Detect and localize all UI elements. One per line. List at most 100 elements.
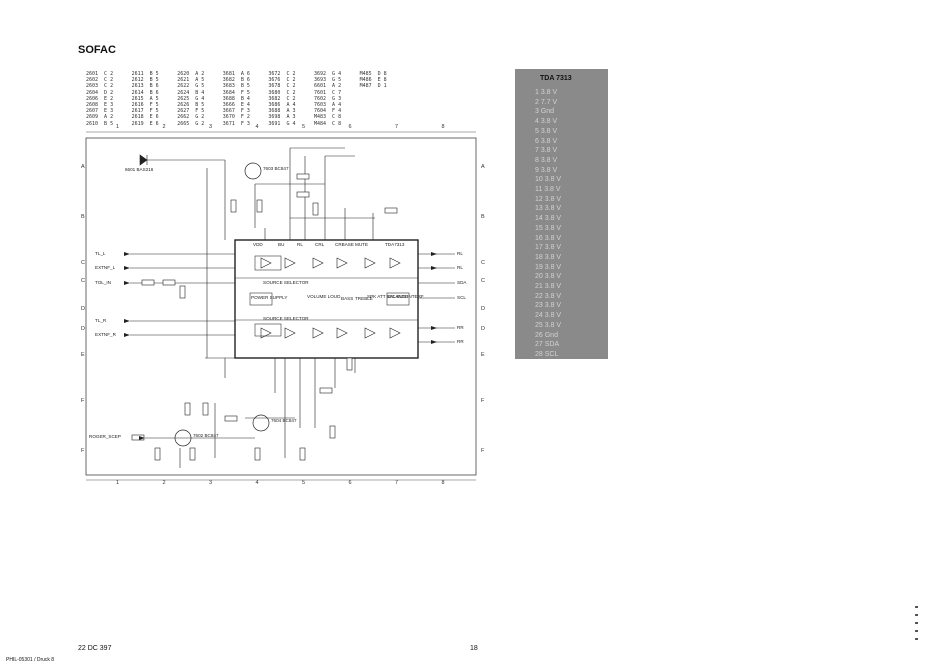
tda-pin-row: 19 3.8 V — [535, 263, 562, 271]
ic-label: CRBASE — [335, 242, 354, 247]
ic-label: SOURCE SELECTOR — [263, 280, 309, 285]
signal-arrows — [124, 252, 437, 440]
transistor-label: 7604 BC847 — [271, 418, 297, 423]
tda-pin-row: 23 3.8 V — [535, 302, 562, 310]
tda-pin-row: 20 3.8 V — [535, 273, 562, 281]
tda-pin-row: 22 3.8 V — [535, 292, 562, 300]
tda-pin-row: 21 3.8 V — [535, 283, 562, 291]
transistor-symbols — [174, 162, 270, 447]
edge-marks — [915, 606, 918, 640]
page-title: SOFAC — [78, 44, 116, 56]
tda-pin-row: 8 3.8 V — [535, 156, 558, 164]
grid-column-number: 4 — [255, 480, 259, 486]
tda-pin-row: 28 SCL — [535, 350, 559, 358]
tda-table-title: TDA 7313 — [540, 75, 572, 82]
parts-column: 3672 C 2 3676 C 2 3678 C 2 3680 C 2 3682… — [268, 71, 296, 127]
signal-label-left: EXTNF_L — [95, 265, 116, 270]
footer-print-info: PHIL-05301 / Druck 8 — [6, 657, 55, 663]
grid-row-letter: F — [81, 448, 85, 454]
parts-column: 2601 C 2 2602 C 2 2603 C 2 2604 D 2 2606… — [86, 71, 114, 127]
page-number: 18 — [470, 645, 478, 652]
grid-column-number: 1 — [116, 480, 120, 486]
grid-column-number: 8 — [441, 124, 445, 130]
signal-label-right: SDA — [457, 280, 467, 285]
source-selector-block — [254, 255, 282, 271]
tda-pin-row: 18 3.8 V — [535, 253, 562, 261]
grid-row-letter: D — [481, 306, 485, 312]
signal-label-left: TL_L — [95, 251, 106, 256]
tda-pin-row: 9 3.8 V — [535, 166, 558, 174]
signal-label-right: RL — [457, 265, 463, 270]
parts-column: 3692 G 4 3693 G 5 6601 A 2 7601 C 7 7602… — [314, 71, 342, 127]
grid-column-number: 1 — [116, 124, 120, 130]
tda-pin-row: 17 3.8 V — [535, 244, 562, 252]
source-selector-block-r — [254, 323, 282, 337]
tda-pin-row: 24 3.8 V — [535, 312, 562, 320]
grid-row-letter: C — [81, 260, 85, 266]
tda-pin-row: 10 3.8 V — [535, 176, 562, 184]
grid-row-letter: B — [81, 214, 85, 220]
tda-pin-row: 5 3.8 V — [535, 127, 558, 135]
footer-document-code: 22 DC 397 — [78, 645, 112, 652]
grid-row-letter: A — [81, 164, 85, 170]
grid-row-letter: C — [481, 278, 485, 284]
schematic-frame — [85, 137, 477, 476]
grid-column-number: 5 — [302, 480, 306, 486]
ic-label: I2C BUS INTERF — [388, 294, 424, 299]
tda-pin-row: 1 3.8 V — [535, 89, 558, 96]
grid-column-number: 2 — [162, 480, 166, 486]
grid-column-number: 8 — [441, 480, 445, 486]
grid-column-number: 6 — [348, 480, 352, 486]
signal-label-right: RR — [457, 339, 464, 344]
tda-pin-row: 13 3.8 V — [535, 205, 562, 213]
transistor-label: 7603 BC847 — [263, 166, 289, 171]
ic-label: CRL — [315, 242, 325, 247]
ic-label: SPK ATT BALANCE — [367, 294, 409, 299]
parts-column: M485 D 8 M486 E 8 M487 D 1 — [359, 71, 387, 90]
ic-label: BU — [278, 242, 285, 247]
parts-column: 3681 A 6 3682 B 6 3683 B 5 3684 F 5 3688… — [222, 71, 250, 127]
parts-column: 2620 A 2 2621 A 5 2622 G 5 2624 B 4 2625… — [177, 71, 205, 127]
grid-row-letter: C — [481, 260, 485, 266]
ic-tda7313-outline — [234, 239, 419, 359]
diode-label: 6601 BAS216 — [125, 167, 154, 172]
signal-label-right: RL — [457, 251, 463, 256]
grid-column-number: 2 — [162, 124, 166, 130]
tda-pin-row: 26 Gnd — [535, 331, 558, 339]
tda-pin-row: 27 SDA — [535, 341, 560, 349]
passive-components — [131, 173, 398, 461]
tda-pin-row: 14 3.8 V — [535, 215, 562, 223]
grid-column-number: 7 — [395, 124, 399, 130]
signal-label-right: RR — [457, 325, 464, 330]
ic-label: BASS — [341, 296, 354, 301]
signal-label-left: TOL_IN — [95, 280, 111, 285]
transistor-label: 7602 BC847 — [193, 433, 219, 438]
grid-row-letter: F — [481, 448, 485, 454]
grid-column-number: 5 — [302, 124, 306, 130]
signal-label-left: EXTNF_R — [95, 332, 116, 337]
ic-label: SOURCE SELECTOR — [263, 316, 309, 321]
i2c-interface-block — [386, 292, 410, 306]
ic-label: POWER SUPPLY — [251, 295, 288, 300]
tda-pin-row: 7 3.8 V — [535, 147, 558, 155]
tda-pin-row: 4 3.8 V — [535, 118, 558, 126]
tda-pin-row: 16 3.8 V — [535, 234, 562, 242]
signal-label-left: ROGER_SCEP — [89, 434, 121, 439]
tda-pin-row: 11 3.8 V — [535, 186, 561, 194]
ic-label: TREBLE — [355, 296, 373, 301]
tda-pin-row: 25 3.8 V — [535, 321, 562, 329]
parts-column: 2611 B 5 2612 B 5 2613 B 6 2614 B 6 2615… — [131, 71, 159, 127]
wiring — [130, 147, 455, 468]
grid-column-number: 3 — [209, 124, 213, 130]
ic-label: VOLUME LOUD — [307, 294, 341, 299]
grid-row-letter: E — [481, 352, 485, 358]
ic-label: TDA7313 — [385, 242, 405, 247]
grid-row-letter: D — [81, 326, 85, 332]
parts-location-list: 2601 C 2 2602 C 2 2603 C 2 2604 D 2 2606… — [86, 71, 466, 129]
signal-label-left: TL_R — [95, 318, 107, 323]
tda-pin-row: 6 3.8 V — [535, 137, 558, 145]
grid-row-letter: C — [81, 278, 85, 284]
